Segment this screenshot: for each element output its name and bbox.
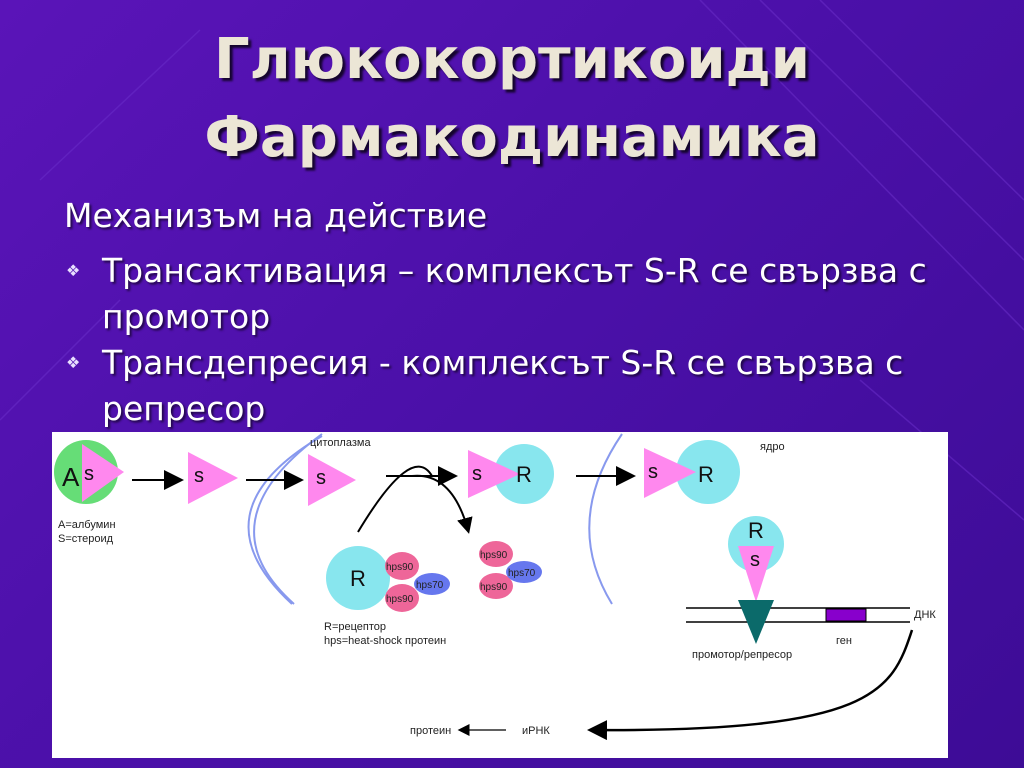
steroid-label: s — [648, 461, 658, 483]
steroid-node — [82, 444, 124, 502]
steroid-label: s — [194, 465, 204, 487]
hps90-label: hps90 — [386, 562, 414, 573]
steroid-label: s — [84, 463, 94, 485]
nucleus-label: ядро — [760, 441, 785, 453]
legend-albumin: A=албумин — [58, 519, 116, 531]
receptor-node — [494, 444, 554, 504]
bullet-transactivation: ❖ Трансактивация – комплексът S-R се свъ… — [66, 248, 966, 340]
receptor-label: R — [350, 566, 366, 591]
mechanism-diagram: A s s s цитоплазма s R s R ядро A=албуми… — [52, 432, 948, 758]
protein-label: протеин — [410, 725, 451, 737]
hps90-node — [479, 573, 513, 599]
steroid-node — [308, 454, 356, 506]
steroid-label: s — [316, 467, 326, 489]
hps70-node — [414, 573, 450, 595]
albumin-label: A — [62, 462, 80, 492]
steroid-label: s — [472, 463, 482, 485]
hps90-label: hps90 — [480, 550, 508, 561]
hps90-label: hps90 — [386, 594, 414, 605]
legend-hps: hps=heat-shock протеин — [324, 635, 446, 647]
gene-box — [825, 608, 867, 622]
hps70-label: hps70 — [416, 580, 444, 591]
bullet-diamond-icon: ❖ — [66, 261, 81, 280]
receptor-label: R — [516, 462, 532, 487]
steroid-node — [738, 546, 774, 602]
subtitle: Механизъм на действие — [64, 196, 488, 235]
steroid-node — [468, 450, 520, 498]
hps90-node — [385, 584, 419, 612]
nuclear-membrane — [588, 433, 623, 605]
page-title-line-1: Глюкокортикоиди — [213, 27, 811, 92]
hps90-label: hps90 — [480, 582, 508, 593]
receptor-node — [676, 440, 740, 504]
receptor-node — [326, 546, 390, 610]
dna-label: ДНК — [914, 609, 936, 621]
cell-membrane — [247, 435, 323, 605]
mrna-label: иРНК — [522, 725, 550, 737]
receptor-label: R — [748, 518, 764, 543]
cytoplasm-label: цитоплазма — [310, 437, 371, 449]
hps70-label: hps70 — [508, 568, 536, 579]
receptor-label: R — [698, 462, 714, 487]
steroid-node — [644, 448, 696, 498]
steroid-label: s — [750, 549, 760, 571]
bullet-transrepression: ❖ Трансдепресия - комплексът S-R се свър… — [66, 340, 966, 432]
bullet-text: Трансдепресия - комплексът S-R се свързв… — [102, 343, 904, 428]
hps90-node — [479, 541, 513, 567]
promoter-label: промотор/репресор — [692, 649, 792, 661]
legend-steroid: S=стероид — [58, 533, 114, 545]
steroid-node — [188, 452, 238, 504]
legend-receptor: R=рецептор — [324, 621, 386, 633]
hps70-node — [506, 561, 542, 583]
mechanism-diagram-svg: A s s s цитоплазма s R s R ядро A=албуми… — [54, 433, 936, 741]
page-title-line-2: Фармакодинамика — [204, 105, 820, 170]
bullet-diamond-icon: ❖ — [66, 353, 81, 372]
promoter-node — [738, 600, 774, 644]
hps90-node — [385, 552, 419, 580]
bullet-text: Трансактивация – комплексът S-R се свърз… — [102, 251, 927, 336]
gene-label: ген — [836, 635, 852, 647]
